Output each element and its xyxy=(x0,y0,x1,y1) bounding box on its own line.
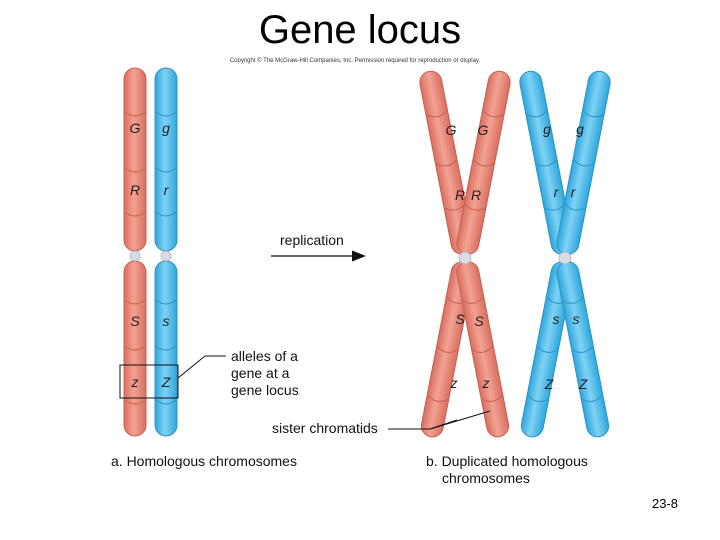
red-chromosome-a xyxy=(123,67,147,437)
allele-blue-b-3b: s xyxy=(573,311,580,327)
blue-duplicated-chromosome xyxy=(519,70,611,438)
allele-red-b-1b: G xyxy=(478,122,489,138)
caption-a: a. Homologous chromosomes xyxy=(111,453,297,469)
allele-blue-a-2: r xyxy=(164,182,170,198)
allele-blue-a-3: s xyxy=(163,313,170,329)
locus-label-line-3: gene locus xyxy=(231,382,299,398)
allele-red-a-3: S xyxy=(130,313,140,329)
allele-red-a-1: G xyxy=(130,120,141,136)
centromere-blue-b xyxy=(558,251,572,265)
centromere-blue-a xyxy=(160,250,172,262)
allele-blue-a-4: Z xyxy=(161,374,171,390)
centromere-red-b xyxy=(458,251,472,265)
allele-red-a-4: z xyxy=(131,374,139,390)
blue-chromosome-a xyxy=(154,67,178,437)
caption-b-line-2: chromosomes xyxy=(442,470,530,486)
locus-label-line-2: gene at a xyxy=(231,365,290,381)
locus-leader-line xyxy=(177,355,206,379)
blue-chromatid-2-top xyxy=(556,70,611,255)
allele-red-a-2: R xyxy=(130,182,140,198)
arrow-head-icon xyxy=(352,250,366,262)
allele-blue-b-2b: r xyxy=(571,184,577,200)
allele-blue-b-1b: g xyxy=(576,121,584,137)
allele-blue-b-3a: s xyxy=(553,311,560,327)
allele-red-b-2b: R xyxy=(471,187,481,203)
allele-blue-a-1: g xyxy=(162,120,170,136)
copyright-notice: Copyright © The McGraw-Hill Companies, I… xyxy=(229,58,481,64)
locus-label-line-1: alleles of a xyxy=(231,348,298,364)
allele-blue-b-4b: Z xyxy=(578,376,588,392)
allele-blue-b-4a: Z xyxy=(544,376,554,392)
slide-title: Gene locus xyxy=(258,8,462,52)
allele-blue-b-2a: r xyxy=(554,184,560,200)
red-chromatid-2-top xyxy=(456,70,511,255)
caption-b-line-1: b. Duplicated homologous xyxy=(426,453,588,469)
red-chromatid-2-bottom xyxy=(456,261,510,438)
allele-red-b-2a: R xyxy=(455,187,465,203)
gene-locus-box xyxy=(119,364,179,399)
allele-red-b-4b: z xyxy=(482,375,490,391)
sister-chromatids-label: sister chromatids xyxy=(272,420,378,436)
slide-number: 23-8 xyxy=(651,496,678,511)
allele-red-b-1a: G xyxy=(446,122,457,138)
allele-red-b-3a: S xyxy=(455,311,465,327)
allele-red-b-4a: z xyxy=(450,375,458,391)
replication-label: replication xyxy=(280,232,344,248)
red-duplicated-chromosome xyxy=(419,70,511,438)
centromere-red-a xyxy=(129,250,141,262)
allele-red-b-3b: S xyxy=(474,313,484,329)
blue-chromatid-2-bottom xyxy=(556,261,610,438)
allele-blue-b-1a: g xyxy=(543,121,551,137)
